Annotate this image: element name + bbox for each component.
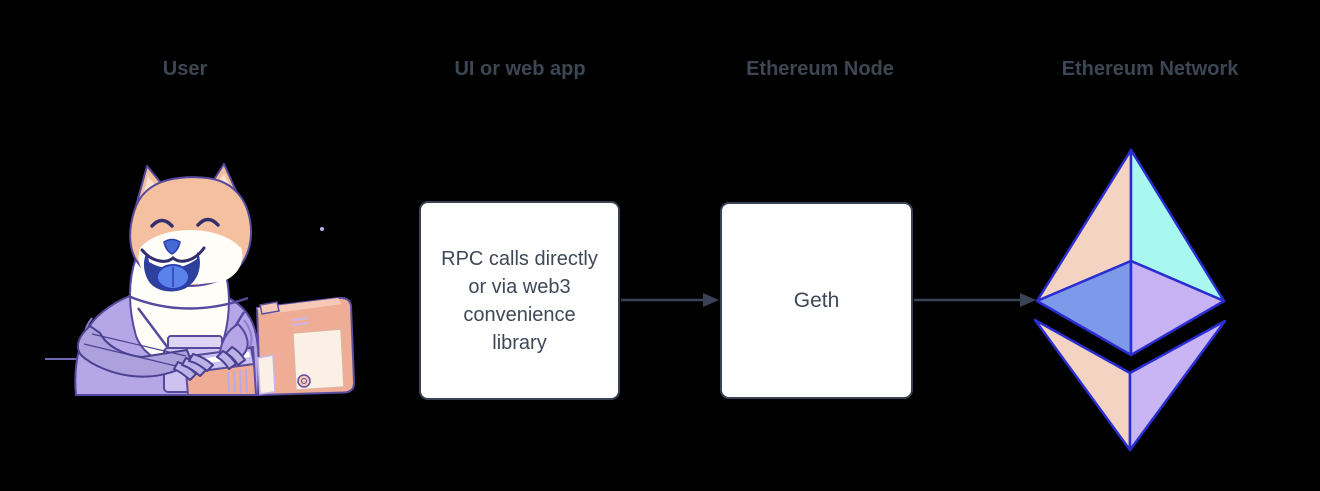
label-ui-or-web-app: UI or web app: [454, 58, 586, 80]
computer-front-panel: [257, 354, 276, 395]
doge-left-arm: [76, 324, 194, 378]
computer-handle: [259, 301, 280, 315]
computer-top-facet: [257, 298, 342, 315]
doge-tongue: [156, 264, 190, 290]
eth-face-bottom-right: [1128, 319, 1227, 452]
doge-robot-arms: [76, 322, 249, 381]
arrow-ui-to-geth: [621, 293, 719, 307]
computer-fan: [297, 374, 311, 388]
doge-right-ear: [205, 163, 241, 201]
arrow-geth-to-network: [914, 293, 1036, 307]
vent-slit: [291, 322, 309, 326]
label-user: User: [162, 58, 208, 80]
suit-chest-pack: [137, 307, 246, 393]
doge-right-arm: [218, 322, 249, 365]
computer-fan-hub: [301, 378, 307, 384]
label-ethereum-network: Ethereum Network: [1061, 58, 1239, 80]
ui-box-line-2: or via web3: [468, 275, 571, 298]
doge-muzzle: [138, 230, 243, 285]
front-vents: [227, 368, 248, 394]
vent-slit: [291, 317, 309, 321]
doge-teeth: [148, 253, 197, 269]
doge-nose: [163, 238, 181, 255]
doge-smile-line: [140, 246, 206, 263]
keyboard: [188, 346, 256, 374]
ui-box-line-1: RPC calls directly: [441, 247, 598, 270]
doge-right-eye: [196, 217, 220, 227]
ui-box-line-4: library: [492, 331, 547, 354]
doge-left-hand: [173, 353, 214, 381]
geth-box: Geth: [720, 202, 913, 399]
doge-right-hand: [216, 346, 246, 370]
computer-body: [255, 296, 356, 397]
eth-face-mid-right: [1129, 259, 1226, 357]
doge-right-ear-inner: [213, 174, 233, 194]
geth-box-label: Geth: [793, 288, 840, 312]
ui-box-text: RPC calls directly or via web3 convenien…: [441, 245, 598, 357]
doge-head: [129, 163, 253, 292]
doge-chest-fur: [129, 238, 230, 367]
doge-left-ear-inner: [142, 176, 161, 200]
keyboard-keys: [193, 352, 250, 365]
doge-spacesuit: [74, 290, 260, 396]
doge-left-ear: [135, 165, 171, 207]
suit-collar: [127, 294, 249, 310]
computer-back-panel: [292, 328, 345, 391]
doge-mouth: [143, 252, 200, 292]
eth-face-top-left: [1035, 148, 1133, 303]
doge-left-eye: [150, 218, 174, 228]
ethereum-octahedron: [1033, 148, 1227, 452]
eth-face-bottom-left: [1033, 318, 1132, 452]
label-ethereum-node: Ethereum Node: [746, 58, 894, 80]
ui-box-line-3: convenience: [463, 303, 576, 326]
keyboard-base: [183, 345, 258, 396]
retro-computer: [183, 296, 356, 397]
ui-box: RPC calls directly or via web3 convenien…: [419, 201, 620, 400]
doge-astronaut-illustration: [45, 163, 356, 397]
speck: [320, 227, 324, 231]
arm-segments: [83, 333, 187, 368]
eth-face-mid-left: [1035, 259, 1133, 357]
eth-face-top-right: [1129, 148, 1226, 303]
ethereum-logo: [1033, 148, 1227, 452]
